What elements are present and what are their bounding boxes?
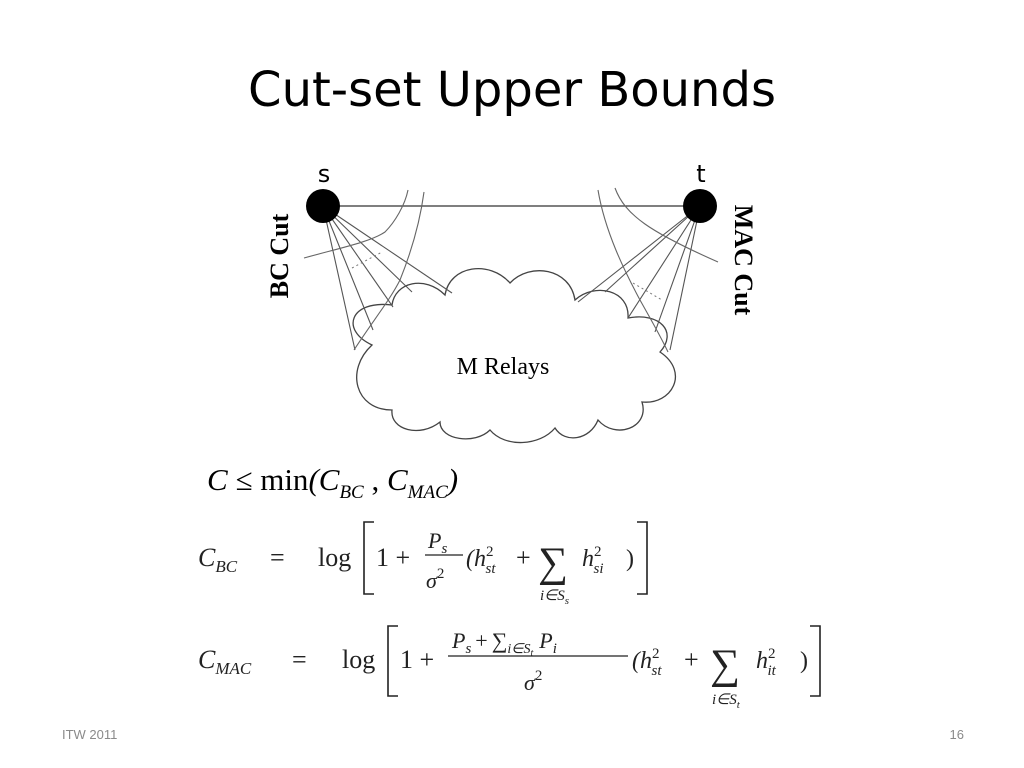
svg-text:): ) [626, 546, 634, 572]
svg-text:=: = [270, 543, 285, 572]
svg-text:CBC: CBC [198, 543, 238, 576]
eq-arg2-sub: MAC [407, 482, 448, 503]
relay-cloud-label: M Relays [457, 354, 550, 380]
svg-text:i∈Ss: i∈Ss [540, 588, 569, 607]
bc-cut-arcs [303, 189, 425, 351]
eq-lhs: C [207, 462, 228, 497]
capacity-bound-inequality: C ≤ min(CBC , CMAC) [207, 462, 458, 504]
footer-conference: ITW 2011 [62, 727, 118, 742]
svg-text:log: log [342, 645, 375, 674]
destination-links-ellipsis [632, 282, 663, 301]
eq-arg1: C [318, 462, 340, 497]
eq-func: min [260, 462, 309, 497]
svg-text:+: + [516, 543, 531, 572]
eq-close: ) [447, 462, 459, 497]
slide-number: 16 [949, 727, 964, 742]
eq-arg1-sub: BC [339, 482, 364, 503]
svg-text:1 +: 1 + [400, 645, 434, 674]
svg-text:σ2: σ2 [426, 566, 444, 593]
svg-text:Ps+∑i∈StPi: Ps+∑i∈StPi [451, 628, 557, 659]
svg-text:CMAC: CMAC [198, 645, 252, 678]
svg-text:1 +: 1 + [376, 543, 410, 572]
source-label: s [318, 160, 331, 188]
destination-links [577, 205, 701, 351]
destination-label: t [696, 160, 705, 188]
source-links [322, 205, 453, 351]
slide-title: Cut-set Upper Bounds [248, 62, 776, 118]
source-node [306, 189, 340, 223]
relay-cloud [352, 268, 677, 444]
eq-open: ( [308, 462, 319, 497]
eq-sep: , [371, 462, 380, 497]
svg-text:Ps: Ps [427, 528, 447, 557]
svg-text:log: log [318, 543, 351, 572]
svg-text:=: = [292, 645, 307, 674]
mac-cut-arcs [597, 187, 719, 353]
svg-text:+: + [684, 645, 699, 674]
eq-relation: ≤ [235, 462, 253, 497]
mac-cut-label: MAC Cut [729, 205, 758, 316]
svg-text:∑: ∑ [538, 540, 568, 586]
svg-text:σ2: σ2 [524, 668, 542, 695]
bc-cut-label: BC Cut [265, 213, 294, 298]
svg-text:): ) [800, 648, 808, 674]
svg-text:∑: ∑ [710, 642, 740, 688]
svg-text:i∈St: i∈St [712, 692, 741, 711]
source-links-ellipsis [351, 251, 383, 269]
eq-arg2: C [386, 462, 408, 497]
destination-node [683, 189, 717, 223]
